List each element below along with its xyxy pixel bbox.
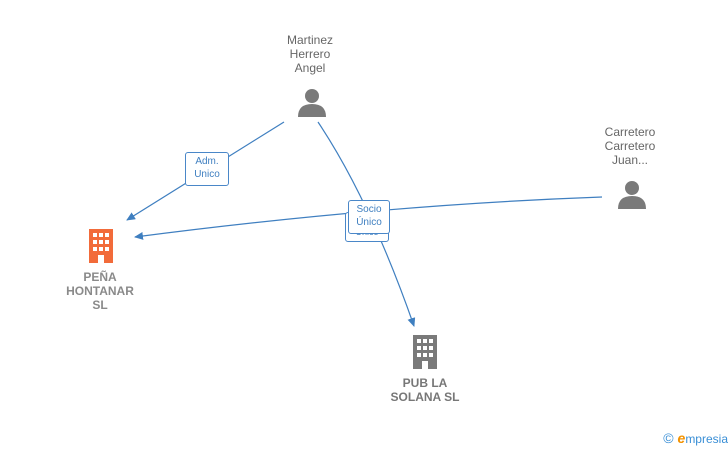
- person-name-line: Juan...: [611, 153, 649, 167]
- brand-initial: e: [677, 430, 686, 446]
- relation-line: Único: [356, 217, 382, 228]
- person-name-line: Angel: [294, 61, 326, 75]
- building-icon[interactable]: [410, 335, 440, 369]
- person-node-carretero-label: Carretero Carretero Juan...: [590, 125, 670, 167]
- person-icon[interactable]: [297, 87, 327, 117]
- building-icon[interactable]: [86, 229, 116, 263]
- company-name-line: PUB LA: [402, 376, 448, 390]
- person-node-martinez-label: Martinez Herrero Angel: [270, 33, 350, 75]
- company-name-line: PEÑA: [83, 270, 117, 284]
- company-name-line: SL: [92, 298, 108, 312]
- brand-name: mpresia: [685, 432, 728, 446]
- person-name-line: Herrero: [289, 47, 331, 61]
- relation-label-adm[interactable]: Adm. Unico: [185, 152, 229, 186]
- company-node-pub-label[interactable]: PUB LA SOLANA SL: [375, 376, 475, 404]
- company-name-line: HONTANAR: [66, 284, 134, 298]
- relation-line: Adm.: [195, 156, 219, 167]
- relation-label-socio[interactable]: Socio Único: [348, 200, 390, 234]
- person-icon[interactable]: [617, 179, 647, 209]
- person-name-line: Carretero: [604, 139, 656, 153]
- copyright-symbol: ©: [663, 430, 674, 446]
- person-name-line: Martinez: [286, 33, 333, 47]
- person-name-line: Carretero: [604, 125, 656, 139]
- company-name-line: SOLANA SL: [390, 390, 460, 404]
- company-node-pena-label[interactable]: PEÑA HONTANAR SL: [55, 270, 145, 312]
- relation-line: Unico: [194, 169, 220, 180]
- relation-line: Socio: [356, 204, 382, 215]
- brand-logo: ©empresia: [663, 430, 728, 446]
